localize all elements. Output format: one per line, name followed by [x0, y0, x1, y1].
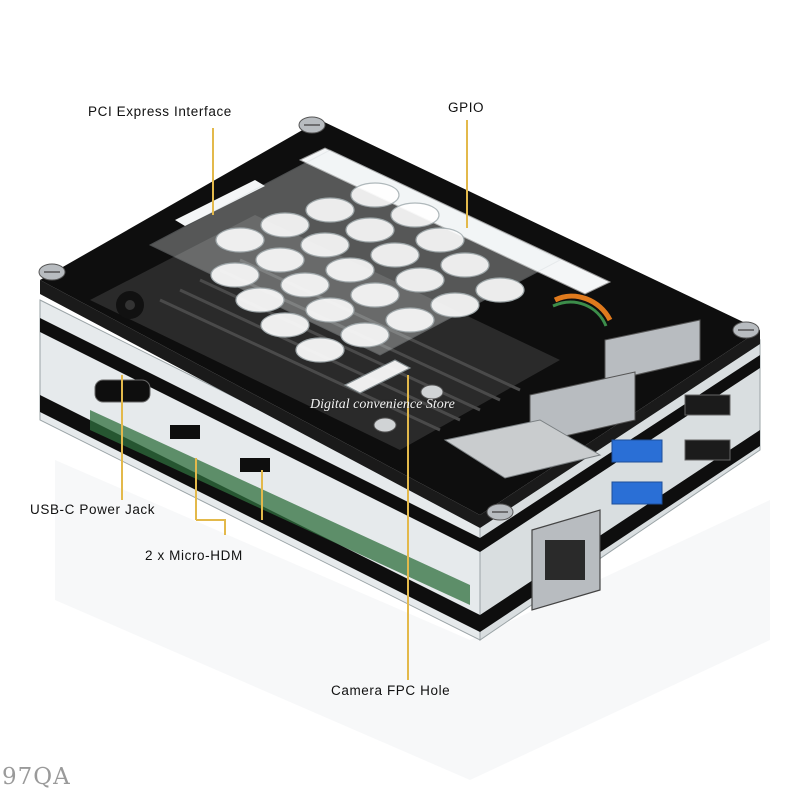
callout-lines — [121, 120, 468, 680]
clear-top-cover — [148, 149, 562, 394]
screw-icon — [38, 263, 66, 281]
store-watermark: Digital convenience Store — [310, 397, 455, 412]
floor-reflection — [55, 460, 770, 780]
gpio-label: GPIO — [448, 100, 485, 115]
screw-icon — [298, 116, 326, 134]
usbc-power-jack-label: USB-C Power Jack — [30, 502, 156, 517]
camera-fpc-hole-label: Camera FPC Hole — [331, 683, 451, 698]
screw-icon — [420, 384, 444, 400]
screw-icon — [732, 321, 760, 339]
corner-screws — [38, 116, 760, 521]
corner-code: 97QA — [2, 764, 71, 790]
ribbon-cable — [552, 293, 613, 327]
pci-express-label: PCI Express Interface — [88, 104, 232, 119]
screw-icon — [486, 503, 514, 521]
fan-icon — [116, 291, 144, 319]
port-cluster — [443, 319, 731, 611]
screw-icon — [373, 417, 397, 433]
micro-hdmi-label: 2 x Micro-HDM — [145, 548, 243, 563]
